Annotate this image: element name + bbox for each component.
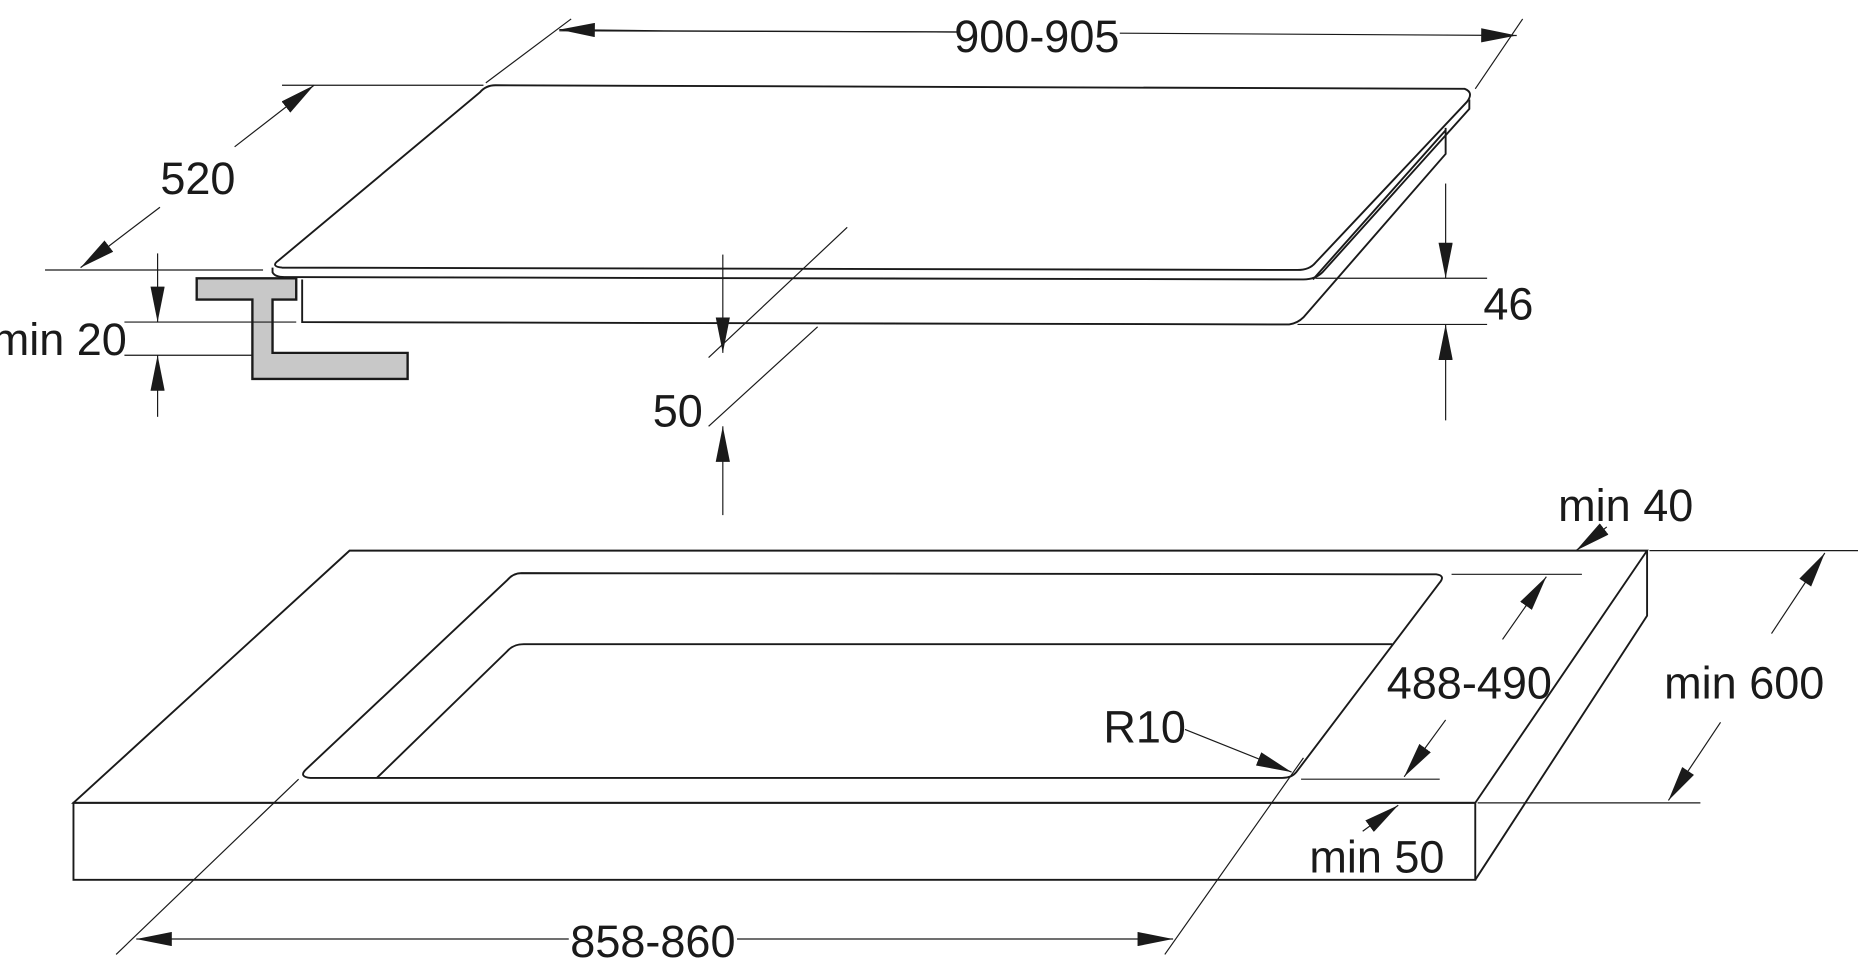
hob-glass-edge [271, 99, 1471, 281]
worktop-side-face [1474, 550, 1649, 881]
dimension-rear-margin: min 40 [1558, 480, 1693, 552]
hob-body [301, 127, 1447, 326]
cutout-inner-edge [376, 643, 1393, 779]
hob-glass-top [274, 84, 1471, 271]
label-min-gap: min 20 [0, 314, 127, 365]
dimension-cutout-width: 858-860 [115, 757, 1304, 967]
worktop-bracket [195, 277, 409, 381]
label-worktop-depth: min 600 [1664, 658, 1824, 709]
label-hob-depth: 520 [160, 153, 235, 204]
dimension-clearance: 50 [653, 226, 848, 516]
hob-drawing [195, 84, 1471, 381]
label-rear-margin: min 40 [1558, 480, 1693, 531]
label-hob-width: 900-905 [954, 11, 1119, 62]
dimension-hob-depth: 520 [45, 84, 484, 271]
label-cutout-width: 858-860 [570, 916, 735, 967]
label-cutout-depth: 488-490 [1387, 658, 1552, 709]
dimension-hob-width: 900-905 [485, 11, 1524, 90]
label-hob-height: 46 [1483, 279, 1533, 330]
worktop-cutout [302, 572, 1443, 779]
label-front-margin: min 50 [1309, 832, 1444, 883]
dimension-cutout-depth: 488-490 [1301, 573, 1582, 780]
dimension-corner-radius: R10 [1103, 701, 1292, 773]
label-clearance: 50 [653, 385, 703, 436]
dimension-worktop-depth: min 600 [1477, 550, 1858, 804]
worktop-front-face [72, 801, 1477, 881]
label-corner-radius: R10 [1103, 701, 1186, 752]
dimension-hob-height: 46 [1297, 183, 1533, 421]
worktop-drawing [71, 549, 1649, 881]
dimension-front-margin: min 50 [1309, 804, 1444, 883]
dimension-min-gap: min 20 [0, 253, 297, 417]
